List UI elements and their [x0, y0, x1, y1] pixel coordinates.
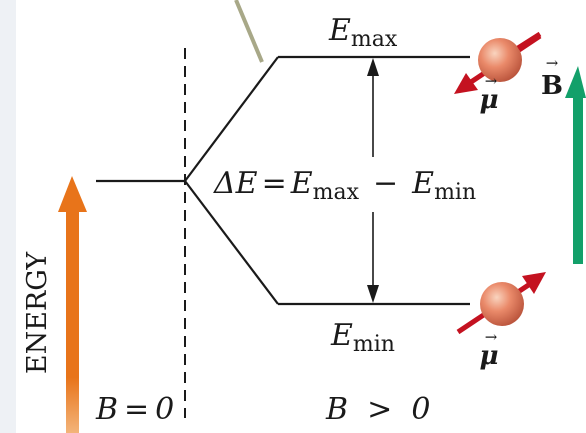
energy-arrow [58, 176, 87, 433]
b-field-arrow [565, 66, 586, 264]
energy-axis-label: ENERGY [22, 251, 53, 374]
moment-arrowhead-top [454, 73, 478, 94]
emin-label: Emin [330, 318, 395, 357]
moment-arrowhead-bottom [522, 272, 546, 294]
emax-label: Emax [328, 13, 398, 52]
b-vector-arrow: → [546, 54, 559, 72]
pointer-line [236, 0, 262, 62]
condition-zero-field: B = 0 [95, 392, 174, 427]
nucleus-sphere-bottom [480, 282, 524, 326]
mu-vector-arrow-bottom: → [485, 328, 498, 346]
delta-e-equation: ΔE=Emax−Emin [213, 166, 476, 205]
level-split-upper-slope [185, 57, 278, 181]
left-margin-stripe [0, 0, 16, 433]
mu-vector-arrow-top: → [485, 72, 498, 90]
b-field-label: B [541, 71, 563, 101]
spin-parallel [458, 272, 546, 332]
condition-positive-field: B > 0 [325, 392, 430, 427]
